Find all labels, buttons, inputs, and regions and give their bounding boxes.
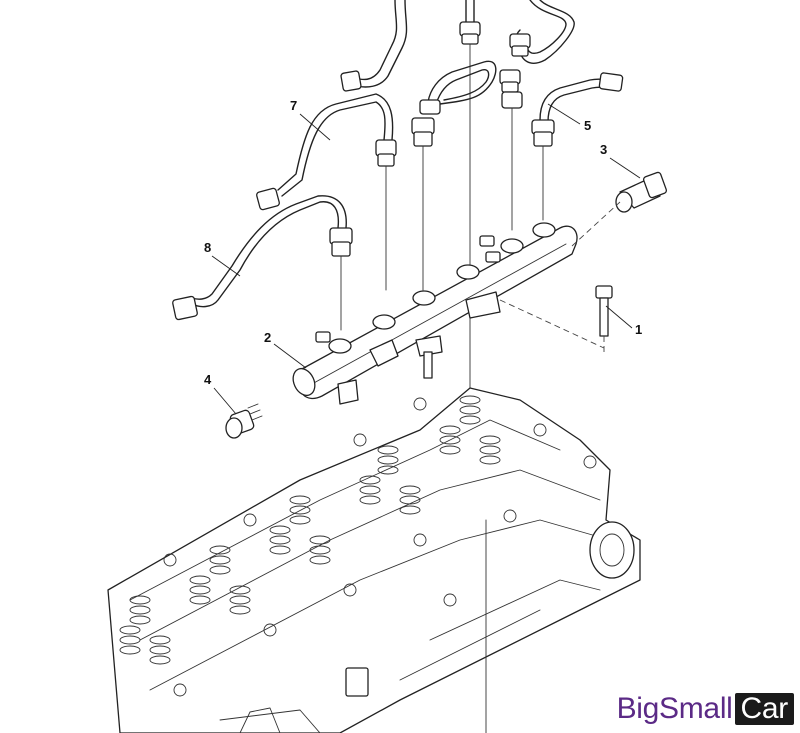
- callout-2: 2: [264, 330, 271, 345]
- injection-line-8: [172, 195, 353, 331]
- callouts: 1 2 3 4 5 7 8: [204, 98, 642, 415]
- injection-fitting-center: [411, 91, 523, 291]
- injection-line-7: [256, 93, 397, 291]
- callout-8: 8: [204, 240, 211, 255]
- rail-bosses: [315, 222, 556, 354]
- fuel-rail: [292, 222, 578, 405]
- watermark-text-car: Car: [734, 693, 794, 725]
- watermark-logo: Big Small Car: [617, 693, 794, 725]
- callout-5: 5: [584, 118, 591, 133]
- callout-7: 7: [290, 98, 297, 113]
- injection-line-5: [531, 72, 624, 221]
- callout-1: 1: [635, 322, 642, 337]
- injection-line-a: [340, 0, 408, 92]
- injection-line-c: [509, 0, 575, 64]
- valve-springs: [119, 395, 501, 665]
- callout-4: 4: [204, 372, 212, 387]
- watermark-text-small: Small: [659, 692, 733, 725]
- watermark-text-big: Big: [616, 692, 660, 725]
- injection-line-d: [419, 60, 521, 115]
- callout-3: 3: [600, 142, 607, 157]
- cylinder-head: [107, 387, 641, 733]
- plug-4: [225, 403, 263, 439]
- bolt-1: [595, 285, 613, 354]
- pressure-sensor-3: [615, 171, 668, 213]
